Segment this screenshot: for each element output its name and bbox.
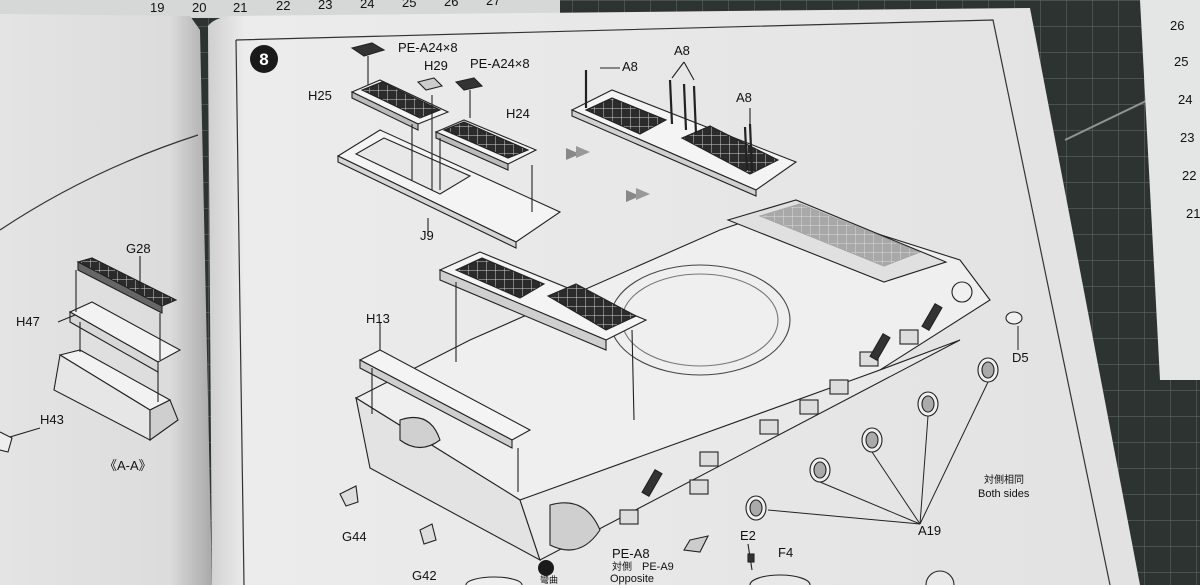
section-a-a-label: 《A-A》: [104, 458, 152, 473]
ruler-num: 21: [233, 0, 247, 15]
label-h47: H47: [16, 314, 40, 329]
label-g28: G28: [126, 241, 151, 256]
step-number: 8: [259, 50, 268, 69]
bend-cn: 彎曲: [540, 574, 558, 585]
ruler-num: 23: [1180, 130, 1194, 145]
label-h24: H24: [506, 106, 530, 121]
ruler-num: 27: [486, 0, 500, 8]
label-a8-2: A8: [674, 43, 690, 58]
step-badge: [250, 45, 278, 73]
label-d5: D5: [1012, 350, 1029, 365]
ruler-num: 20: [192, 0, 206, 15]
label-e2: E2: [740, 528, 756, 543]
label-f4: F4: [778, 545, 793, 560]
label-h29: H29: [424, 58, 448, 73]
ruler-num: 22: [276, 0, 290, 13]
ruler-num: 25: [1174, 54, 1188, 69]
section-a-a-diagram: [0, 256, 182, 453]
label-pe-a9: PE-A9: [642, 561, 674, 573]
label-h13: H13: [366, 311, 390, 326]
ruler-num: 25: [402, 0, 416, 10]
label-a19: A19: [918, 523, 941, 538]
label-a8-3: A8: [736, 90, 752, 105]
ruler-right-numbers: 26 25 24 23 22 21: [1170, 18, 1200, 221]
both-sides-en: Both sides: [978, 488, 1030, 500]
ruler-num: 23: [318, 0, 332, 12]
opposite-en: Opposite: [610, 573, 654, 585]
ruler-top: [0, 0, 560, 18]
label-pe-a24-1: PE-A24×8: [398, 40, 458, 55]
ruler-num: 24: [1178, 92, 1192, 107]
ruler-num: 26: [444, 0, 458, 9]
ruler-right: [1140, 0, 1200, 380]
left-page: [0, 14, 212, 585]
label-pe-a24-2: PE-A24×8: [470, 56, 530, 71]
parts-diagram: [336, 42, 1023, 585]
label-g42: G42: [412, 568, 437, 583]
ruler-num: 21: [1186, 206, 1200, 221]
ruler-num: 19: [150, 0, 164, 15]
label-h25: H25: [308, 88, 332, 103]
both-sides-cn: 対側相同: [984, 473, 1024, 486]
panel-border: [235, 19, 1111, 585]
label-g44: G44: [342, 529, 367, 544]
part-labels: PE-A24×8 PE-A24×8 H29 H25 H24 J9 A8 A8 A…: [16, 40, 1029, 583]
label-pe-a8: PE-A8: [612, 546, 650, 561]
ruler-top-numbers: 19 20 21 22 23 24 25 26 27: [150, 0, 500, 15]
label-a8-1: A8: [622, 59, 638, 74]
label-j9: J9: [420, 228, 434, 243]
ruler-num: 26: [1170, 18, 1184, 33]
label-h43: H43: [40, 412, 64, 427]
ruler-num: 22: [1182, 168, 1196, 183]
opposite-cn: 対側: [612, 560, 632, 573]
ruler-num: 24: [360, 0, 374, 11]
